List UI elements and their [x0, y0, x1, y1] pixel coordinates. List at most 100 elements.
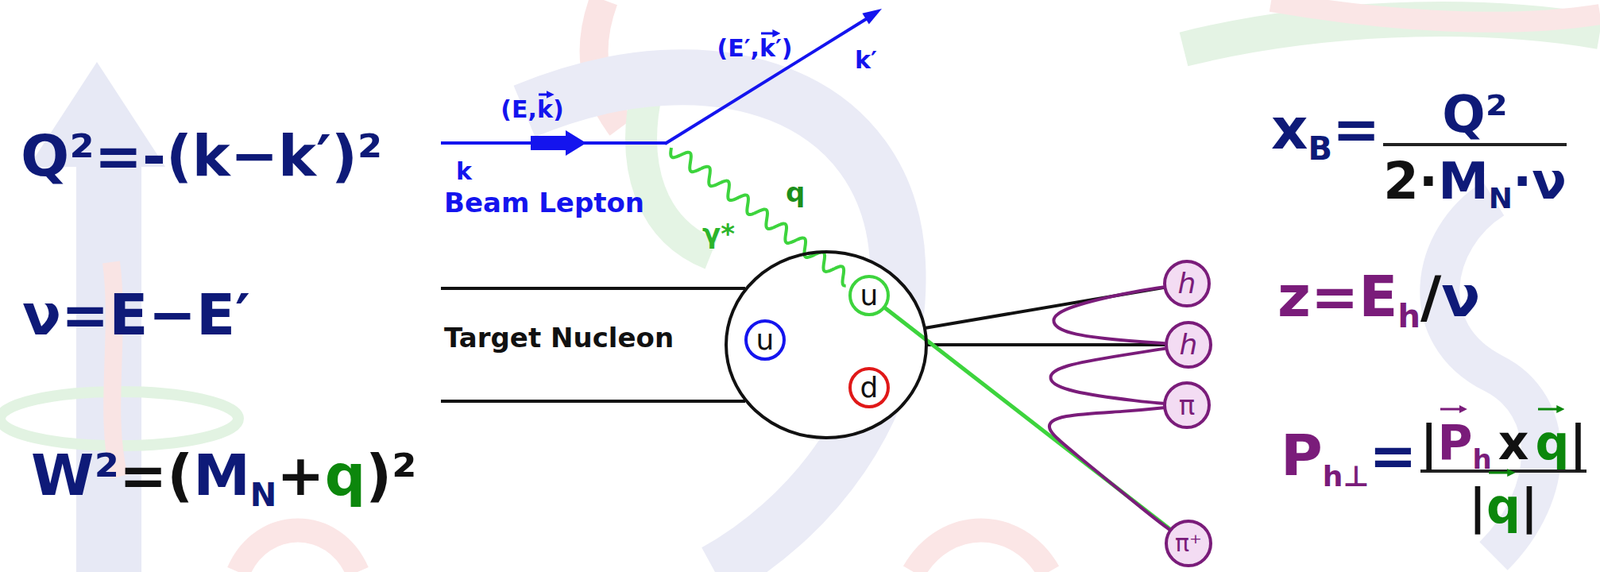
formula-term: P	[1280, 421, 1323, 489]
virtual-photon	[670, 147, 846, 286]
watermark-stroke	[641, 87, 712, 255]
momentum-label: k′	[759, 34, 782, 62]
formula: z=Eh/ν	[1277, 267, 1481, 325]
momentum-label: (E,	[500, 95, 538, 124]
numerator: Q²	[1383, 82, 1567, 140]
string-connector	[1049, 407, 1170, 530]
formula-term: /	[1420, 262, 1442, 330]
node-label: h	[1178, 269, 1197, 298]
beam-label: Beam Lepton	[444, 186, 645, 219]
photon-label: γ*	[702, 217, 735, 250]
denominator: 2·MN·ν	[1383, 146, 1567, 207]
node-label: u	[860, 281, 879, 310]
formula-term: q	[1486, 478, 1521, 534]
nucleon-beam-line	[440, 286, 746, 290]
formula-term: |	[1569, 414, 1587, 471]
hadron-circle: π⁺	[1164, 519, 1213, 568]
formula: (E,k)	[500, 97, 564, 122]
vector-arrow	[1538, 408, 1558, 411]
nucleon-outline	[726, 251, 927, 438]
formula: Q²=-(k−k′)²	[20, 127, 383, 185]
vector-arrow	[538, 90, 553, 99]
formula-term: h⊥	[1322, 459, 1370, 493]
formula-term: |	[1420, 414, 1438, 471]
formula-term: W²	[30, 441, 120, 509]
string-connector	[1053, 286, 1165, 344]
formula-term: +	[276, 441, 325, 509]
vector-arrow	[1488, 468, 1518, 477]
nucleon-beam-line	[440, 399, 746, 403]
vector-arrow	[761, 29, 780, 38]
formula-term: h	[1397, 297, 1420, 335]
formula: (E′,k′)	[716, 36, 793, 61]
momentum-label: k	[537, 95, 553, 124]
formula-term: B	[1307, 130, 1333, 167]
formula-term: h	[1472, 443, 1492, 476]
node-label: π⁺	[1174, 531, 1202, 556]
node-label: u	[756, 325, 775, 355]
photon-label: q	[785, 176, 805, 209]
hadron-circle: h	[1163, 259, 1211, 308]
momentum-label: k′	[854, 46, 878, 74]
momentum-label: )	[781, 34, 793, 62]
formula: Ph⊥=|Phxq||q|	[1280, 412, 1590, 530]
quark-circle: u	[848, 274, 890, 317]
formula-term: z=E	[1277, 262, 1398, 330]
connector-line	[926, 343, 1165, 347]
quark-circle: u	[744, 319, 786, 361]
node-heading: Target Nucleon	[444, 324, 674, 352]
formula: Beam Lepton	[444, 189, 645, 217]
scattered-lepton-arrow	[861, 8, 882, 24]
vector-arrow	[1440, 405, 1470, 414]
formula: ν=E−E′	[22, 285, 251, 344]
formula-term: =	[1332, 95, 1380, 163]
vector-arrow	[1440, 408, 1461, 411]
formula: q	[785, 178, 805, 206]
nucleon-circle: Target Nucleonuud	[724, 250, 928, 440]
watermark-stroke	[913, 530, 1049, 572]
beam-arrow	[530, 135, 568, 151]
formula-term: Q²	[1441, 85, 1508, 144]
denominator: |q|	[1420, 472, 1588, 530]
formula: W²=(MN+q)²	[30, 446, 418, 504]
formula-term: x	[1271, 95, 1308, 163]
formula-term: =	[1368, 421, 1417, 489]
vector-arrow	[538, 93, 549, 97]
vector-arrow	[761, 32, 774, 35]
hadron-circle: π	[1163, 381, 1211, 429]
string-connector	[1050, 348, 1165, 404]
node-label: h	[1179, 330, 1199, 360]
nucleon-fill	[726, 251, 927, 438]
scattered-lepton-line	[664, 16, 870, 144]
watermark-swoosh	[1439, 198, 1542, 557]
vector-arrow	[1488, 471, 1509, 475]
node-label: π	[1178, 391, 1195, 419]
formula: xB=Q²2·MN·ν	[1271, 82, 1570, 207]
formula-term: M	[193, 441, 251, 509]
formula-term: 2·	[1383, 151, 1438, 211]
formula-term: |	[1520, 478, 1539, 534]
quark-circle: d	[848, 367, 890, 409]
formula: γ*	[702, 220, 735, 248]
momentum-label: k	[456, 157, 472, 186]
formula: k	[456, 159, 472, 184]
fraction: Q²2·MN·ν	[1379, 82, 1570, 207]
numerator: |Phxq|	[1420, 412, 1588, 467]
formula-term: P	[1437, 414, 1473, 471]
formula-term: ·ν	[1512, 151, 1567, 211]
formula-term: x	[1498, 414, 1530, 471]
momentum-label: )	[552, 95, 565, 124]
hadron-circle: h	[1164, 320, 1213, 369]
formula-term: M	[1437, 151, 1489, 211]
watermark-stroke	[238, 530, 358, 572]
formula-term: N	[1488, 181, 1513, 215]
formula-term: N	[250, 476, 277, 514]
fraction: |Phxq||q|	[1417, 412, 1591, 530]
formula-term: )²	[365, 441, 417, 509]
beam-arrow	[565, 130, 587, 156]
formula-term: ν	[1441, 262, 1481, 330]
momentum-label: (E′,	[716, 34, 760, 62]
formula: k′	[854, 48, 878, 73]
formula-term: Q²=-(k−k′)²	[20, 122, 383, 190]
